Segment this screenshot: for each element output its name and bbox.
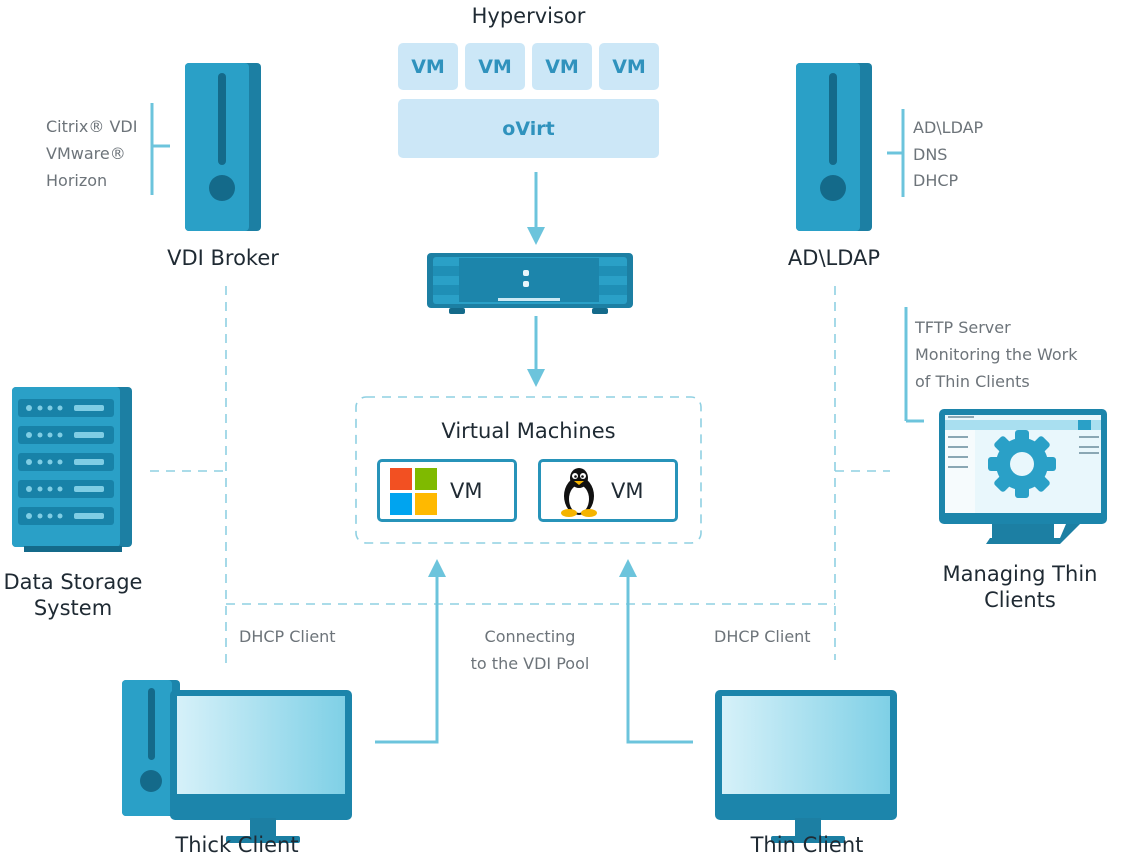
data-storage-rack-icon bbox=[12, 387, 132, 552]
managing-note-3: of Thin Clients bbox=[915, 372, 1030, 391]
ad-ldap-server-icon bbox=[796, 63, 872, 231]
hypervisor-vm-3: VM bbox=[532, 43, 592, 90]
managing-note-2: Monitoring the Work bbox=[915, 345, 1078, 364]
thick-client-arrow bbox=[375, 559, 446, 744]
linux-tux-icon bbox=[561, 468, 597, 517]
dhcp-client-left-note: DHCP Client bbox=[239, 627, 336, 646]
ad-ldap-label: AD\LDAP bbox=[787, 246, 881, 270]
dhcp-client-right-note: DHCP Client bbox=[714, 627, 811, 646]
vdi-broker-label: VDI Broker bbox=[167, 246, 279, 270]
virtual-machines-title: Virtual Machines bbox=[441, 419, 616, 443]
storage-label-line2: System bbox=[33, 596, 113, 620]
hypervisor-vm-4: VM bbox=[599, 43, 659, 90]
windows-logo-icon bbox=[390, 468, 437, 515]
thick-client-icon bbox=[122, 680, 352, 843]
storage-label-line1: Data Storage bbox=[3, 570, 143, 594]
thin-client-arrow bbox=[619, 559, 693, 744]
linux-vm-label: VM bbox=[611, 479, 644, 503]
ad-note-3: DHCP bbox=[913, 171, 959, 190]
windows-vm-label: VM bbox=[450, 479, 483, 503]
network-switch-icon bbox=[427, 253, 633, 314]
thin-client-label: Thin Client bbox=[750, 833, 864, 857]
managing-label-line2: Clients bbox=[984, 588, 1056, 612]
managing-label-line1: Managing Thin bbox=[942, 562, 1098, 586]
pool-note-line2: to the VDI Pool bbox=[470, 654, 590, 673]
ovirt-platform-box: oVirt bbox=[398, 99, 659, 158]
managing-note-1: TFTP Server bbox=[915, 318, 1011, 337]
ad-note-1: AD\LDAP bbox=[913, 118, 984, 137]
hypervisor-vm-2: VM bbox=[465, 43, 525, 90]
broker-note-3: Horizon bbox=[46, 171, 108, 190]
managing-monitor-icon bbox=[939, 409, 1107, 544]
thin-client-icon bbox=[715, 690, 897, 843]
pool-note-line1: Connecting bbox=[484, 627, 576, 646]
hypervisor-title: Hypervisor bbox=[471, 4, 586, 28]
ad-note-2: DNS bbox=[913, 145, 948, 164]
broker-note-2: VMware® bbox=[46, 144, 126, 163]
windows-vm-card: VM bbox=[377, 459, 517, 522]
thick-client-label: Thick Client bbox=[175, 833, 299, 857]
vdi-broker-server-icon bbox=[185, 63, 261, 231]
broker-note-1: Citrix® VDI bbox=[46, 117, 138, 136]
linux-vm-card: VM bbox=[538, 459, 678, 522]
hypervisor-vm-1: VM bbox=[398, 43, 458, 90]
vm-pool-dashed-box bbox=[355, 396, 702, 544]
